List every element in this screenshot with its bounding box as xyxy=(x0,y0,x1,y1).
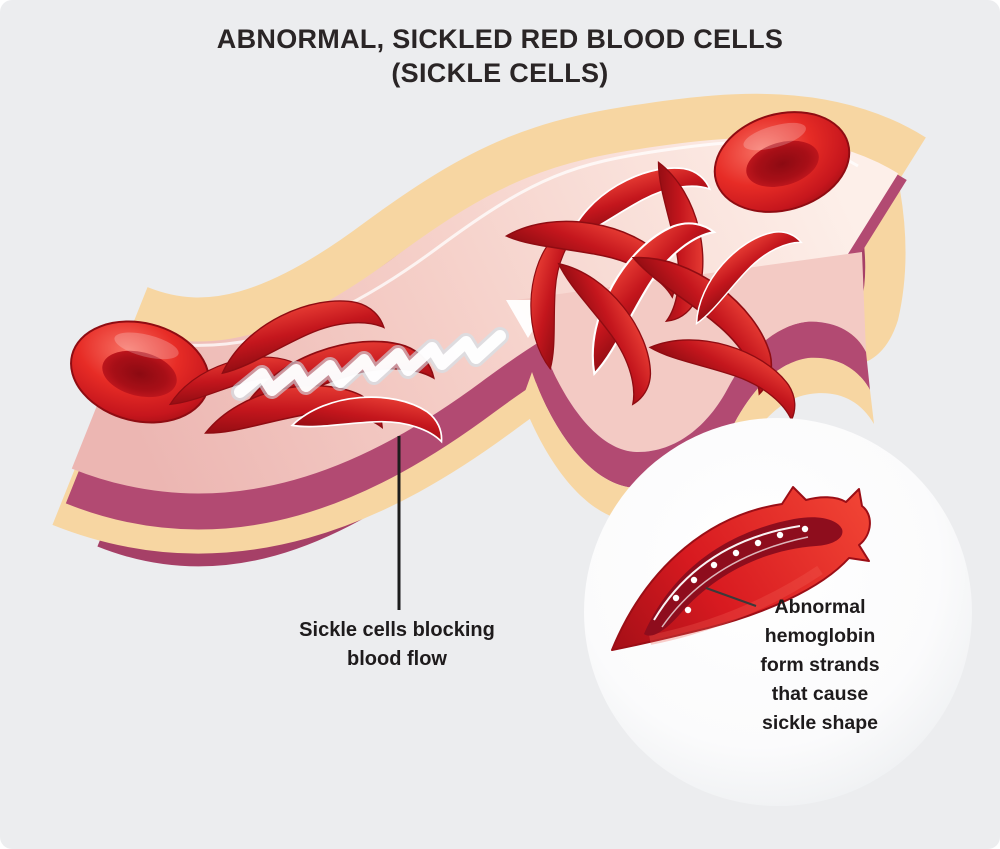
inset-label-line-1: Abnormal xyxy=(774,596,866,618)
strand-dot xyxy=(754,539,762,547)
inset-label-line-3: form strands xyxy=(760,654,880,676)
inset-label-line-2: hemoglobin xyxy=(764,625,876,647)
hemoglobin-strand-line xyxy=(661,536,809,628)
blocking-label-line-1: Sickle cells blocking xyxy=(299,619,495,641)
diagram-title: ABNORMAL, SICKLED RED BLOOD CELLS (SICKL… xyxy=(0,22,1000,90)
inset-magnifier xyxy=(584,418,972,806)
inset-callout-line xyxy=(705,587,757,607)
blocking-label-line-2: blood flow xyxy=(347,648,447,670)
strand-dot xyxy=(690,576,698,584)
hemoglobin-strand-line xyxy=(653,525,801,621)
strand-dot xyxy=(732,549,740,557)
inset-circle xyxy=(584,418,972,806)
hemoglobin-strands xyxy=(653,525,809,628)
strand-dot xyxy=(776,531,784,539)
inset-sickle-cell xyxy=(611,486,871,651)
fold-lining xyxy=(532,321,870,488)
hemoglobin-strand-band xyxy=(644,517,843,636)
inset-label: Abnormal hemoglobin form strands that ca… xyxy=(705,593,935,738)
strand-dot xyxy=(672,594,680,602)
strand-dot xyxy=(710,561,718,569)
title-line-2: (SICKLE CELLS) xyxy=(391,58,609,88)
title-line-1: ABNORMAL, SICKLED RED BLOOD CELLS xyxy=(216,24,784,54)
arrow-shaft xyxy=(234,330,506,398)
inset-label-line-5: sickle shape xyxy=(762,712,878,734)
strand-dot xyxy=(684,606,692,614)
inset-label-line-4: that cause xyxy=(771,683,869,705)
inset-sickle-cell-highlight xyxy=(649,565,823,645)
strand-dot xyxy=(801,525,809,533)
blocking-label: Sickle cells blocking blood flow xyxy=(237,616,557,674)
